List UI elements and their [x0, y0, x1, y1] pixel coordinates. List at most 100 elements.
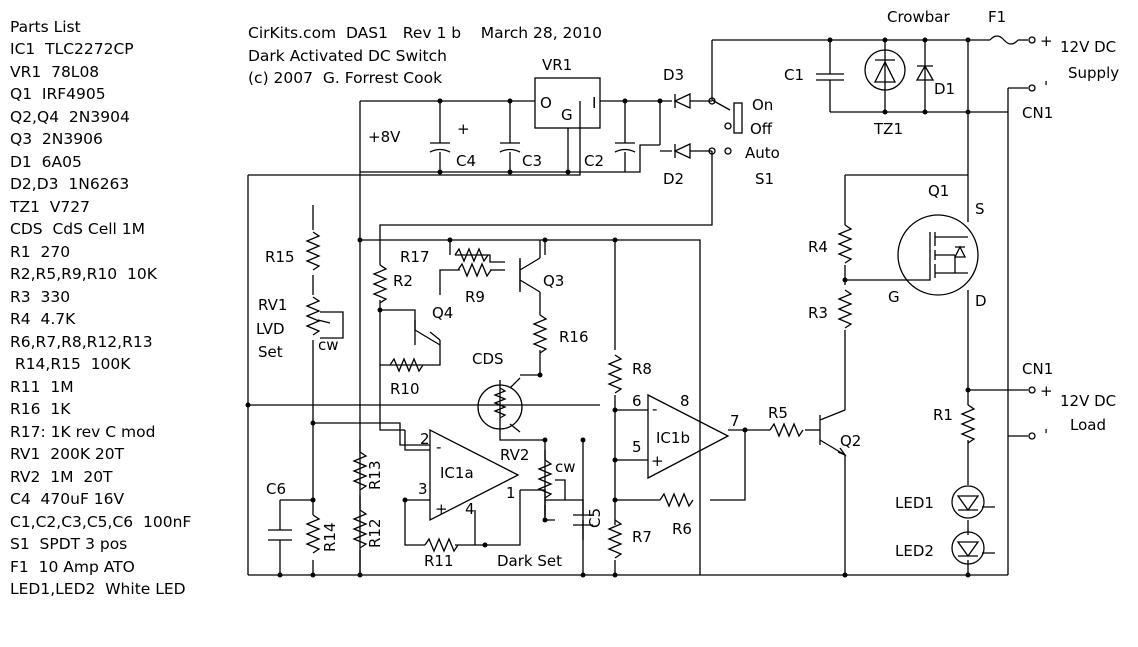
resistor-r12: [352, 509, 368, 549]
label-r1: R1: [933, 406, 953, 424]
label-pin8: 8: [680, 392, 690, 410]
label-s1: S1: [755, 170, 774, 188]
label-rv2: RV2: [500, 446, 529, 464]
photoresistor-cds: [477, 377, 523, 433]
resistor-r14: [305, 514, 321, 554]
label-q1-s: S: [975, 200, 985, 218]
label-c5: C5: [586, 508, 604, 528]
opamp-ic1b: [647, 393, 730, 480]
parts-list-item: R14,R15 100K: [10, 355, 131, 373]
header-subtitle-line: Dark Activated DC Switch: [248, 46, 447, 65]
label-r2: R2: [393, 272, 413, 290]
tvs-diode-tz1: [864, 49, 906, 91]
terminal-load-pos: [1028, 386, 1036, 394]
parts-list-item: R6,R7,R8,R12,R13: [10, 332, 153, 351]
label-off: Off: [750, 120, 773, 138]
led-led1: [951, 485, 995, 519]
label-r13: R13: [366, 460, 384, 490]
capacitor-c5: [573, 514, 593, 526]
label-ic1b-plus: +: [651, 452, 664, 470]
resistor-r11: [424, 537, 459, 553]
label-plus8v: +8V: [368, 128, 401, 146]
parts-list-item: IC1 TLC2272CP: [10, 40, 134, 58]
parts-list-item: R3 330: [10, 287, 71, 306]
regulator-vr1: [534, 77, 601, 129]
label-rv1-cw: cw: [318, 336, 339, 354]
parts-list-title: Parts List: [10, 18, 81, 36]
terminal-supply-neg: [1028, 84, 1036, 92]
parts-list-item: R2,R5,R9,R10 10K: [10, 265, 157, 283]
label-r15: R15: [265, 248, 295, 266]
led-led2: [951, 531, 995, 565]
label-d1: D1: [934, 80, 955, 98]
label-c3: C3: [522, 152, 542, 170]
parts-list-item: Q1 IRF4905: [10, 85, 106, 103]
label-supply-1: 12V DC: [1060, 38, 1116, 56]
resistor-r9: [457, 262, 492, 278]
label-r10: R10: [390, 380, 420, 398]
label-c2: C2: [584, 152, 604, 170]
transistor-q2: [819, 415, 847, 457]
parts-list-item: R11 1M: [10, 377, 74, 396]
label-cds: CDS: [472, 350, 504, 368]
mosfet-q1: [893, 214, 979, 296]
capacitor-c6: [268, 529, 292, 541]
resistor-r4: [837, 224, 853, 264]
label-r8: R8: [632, 360, 652, 378]
label-vr1-gnd: G: [561, 106, 573, 124]
diode-d1: [915, 64, 935, 81]
label-f1: F1: [988, 8, 1006, 26]
resistor-r6: [659, 492, 694, 508]
resistor-r17: [454, 247, 489, 263]
parts-list-item: R1 270: [10, 242, 71, 261]
label-ic1a-minus: -: [436, 438, 441, 456]
label-rv1-1: RV1: [258, 296, 287, 314]
label-c1: C1: [784, 66, 804, 84]
label-d2: D2: [663, 170, 684, 188]
label-load-plus: +: [1040, 382, 1053, 400]
resistor-r2: [372, 264, 388, 304]
label-load-1: 12V DC: [1060, 392, 1116, 410]
label-ic1a: IC1a: [440, 464, 474, 482]
label-on: On: [752, 96, 773, 114]
resistor-r8: [607, 354, 623, 394]
transistor-q4: [414, 320, 441, 345]
label-r14: R14: [321, 522, 339, 552]
parts-list-item: VR1 78L08: [10, 62, 100, 81]
label-r6: R6: [672, 520, 692, 538]
opamp-ic1a: [429, 428, 520, 522]
schematic-header: CirKits.com DAS1 Rev 1 b March 28, 2010 …: [248, 22, 602, 90]
labels: Crowbar F1 + 12V DC Supply ' CN1 C1 TZ1 …: [256, 8, 1119, 570]
label-q2: Q2: [840, 432, 861, 450]
parts-list-item: Q3 2N3906: [10, 130, 103, 148]
label-tz1: TZ1: [873, 120, 903, 138]
parts-list-item: LED1,LED2 White LED: [10, 580, 186, 598]
label-r9: R9: [465, 288, 485, 306]
label-crowbar: Crowbar: [887, 8, 950, 26]
label-cn1-top: CN1: [1022, 104, 1053, 122]
label-q1-g: G: [888, 288, 900, 306]
parts-list-item: R17: 1K rev C mod: [10, 422, 156, 441]
junction-dots: [245, 37, 971, 578]
label-pin5: 5: [632, 438, 642, 456]
label-r4: R4: [808, 238, 828, 256]
label-c4-plus: +: [457, 120, 470, 138]
potentiometer-rv2: [537, 459, 553, 499]
parts-list-item: R16 1K: [10, 400, 71, 418]
parts-list-item: TZ1 V727: [10, 197, 90, 216]
capacitor-c3: [499, 142, 521, 153]
label-q4: Q4: [432, 304, 453, 322]
resistor-r15: [305, 231, 321, 271]
label-r11: R11: [424, 552, 454, 570]
capacitor-c4: [429, 142, 451, 153]
header-copyright-line: (c) 2007 G. Forrest Cook: [248, 69, 443, 87]
capacitor-c2: [614, 142, 636, 153]
switch-s1: [708, 97, 743, 155]
label-ic1a-plus: +: [435, 500, 448, 518]
parts-list-item: F1 10 Amp ATO: [10, 557, 135, 576]
fuse-f1: [989, 35, 1019, 45]
terminal-supply-pos: [1028, 36, 1036, 44]
label-q1: Q1: [928, 182, 949, 200]
label-r16: R16: [559, 328, 589, 346]
